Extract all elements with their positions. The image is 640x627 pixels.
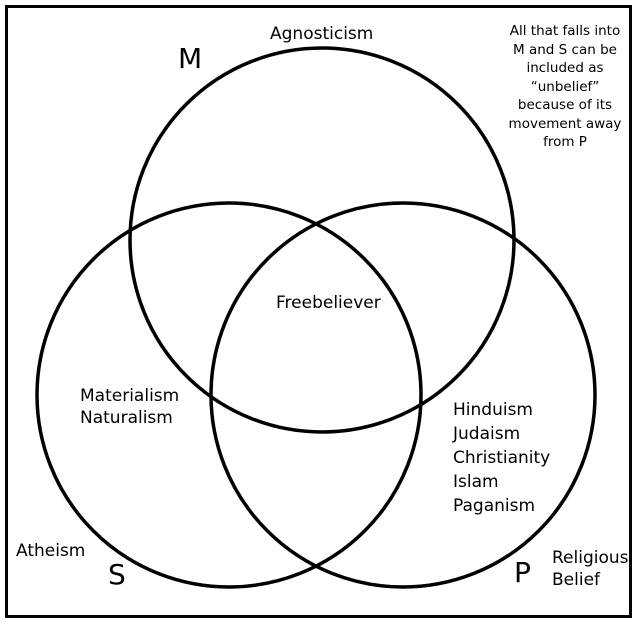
note-line: movement away (508, 115, 622, 132)
label-atheism: Atheism (16, 541, 86, 561)
label-religious-belief: Religious Belief (552, 547, 629, 591)
label-hinduism: Hinduism (453, 400, 533, 420)
label-agnosticism: Agnosticism (270, 24, 374, 44)
label-christianity: Christianity (453, 448, 551, 468)
label-judaism: Judaism (453, 424, 521, 444)
circle-s-letter: S (108, 558, 126, 591)
label-materialism: Materialism (80, 386, 180, 406)
note-line: M and S can be (513, 41, 617, 58)
note-line: All that falls into (509, 23, 621, 39)
circle-s (35, 201, 423, 589)
label-islam: Islam (453, 472, 499, 492)
circle-m (128, 46, 516, 434)
circle-p (209, 201, 597, 589)
note-line: because of its (517, 97, 613, 113)
label-freebeliever: Freebeliever (276, 293, 381, 313)
label-belief: Belief (552, 570, 601, 590)
note-line: from P (543, 134, 587, 150)
label-materialism-group: Materialism Naturalism (80, 385, 179, 429)
unbelief-note: All that falls into M and S can be inclu… (500, 22, 630, 152)
label-naturalism: Naturalism (80, 408, 173, 428)
note-line: “unbelief” (530, 78, 600, 95)
note-line: included as (526, 60, 604, 76)
label-religions-group: Hinduism Judaism Christianity Islam Paga… (453, 398, 550, 518)
circle-p-letter: P (514, 556, 531, 589)
label-paganism: Paganism (453, 496, 536, 516)
circle-m-letter: M (178, 42, 203, 75)
label-religious: Religious (552, 548, 629, 568)
diagram-border (5, 5, 632, 618)
